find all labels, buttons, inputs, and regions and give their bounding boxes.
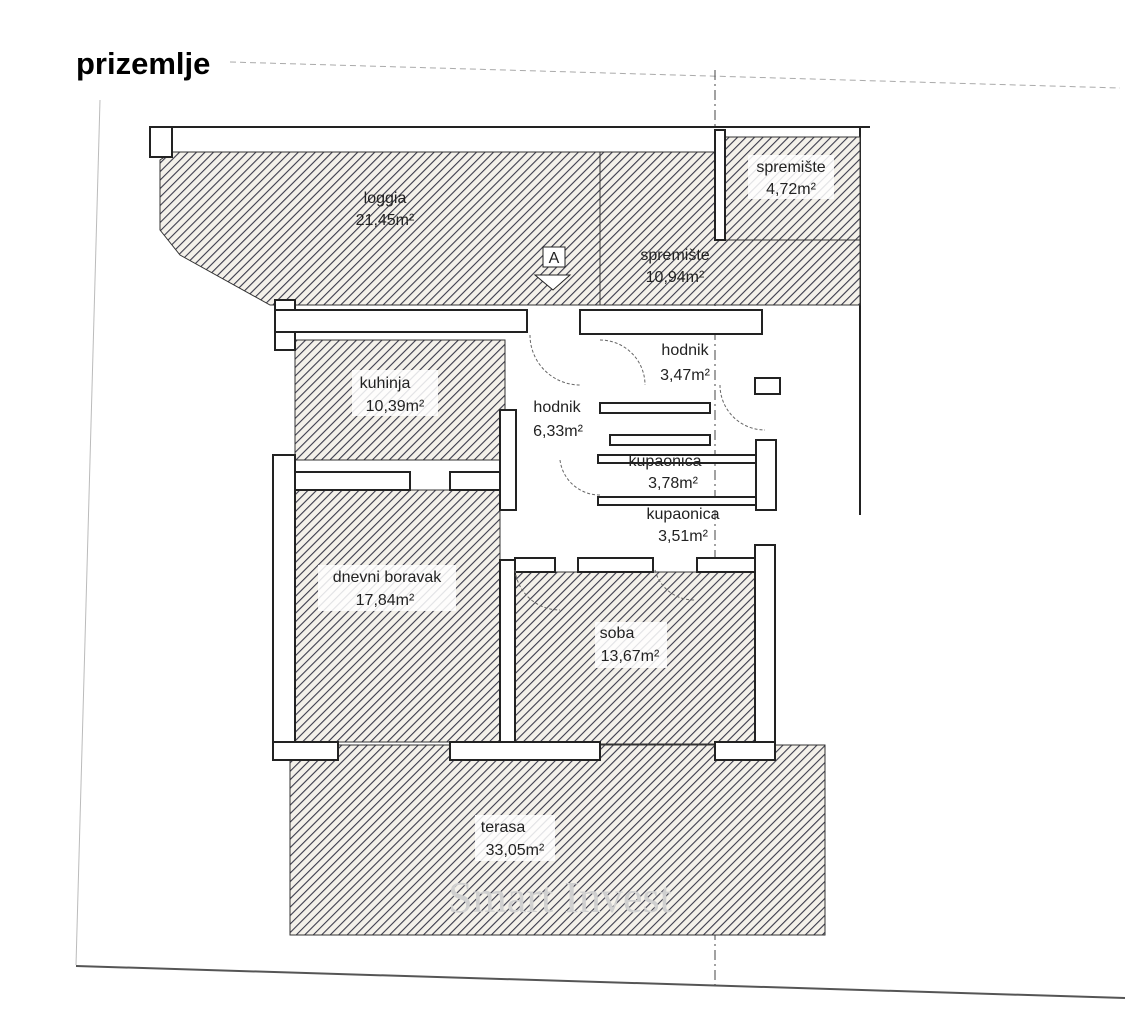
watermark: Smart Invest	[448, 873, 672, 922]
svg-text:10,39m²: 10,39m²	[366, 398, 425, 415]
svg-text:terasa: terasa	[481, 819, 526, 836]
svg-text:spremište: spremište	[756, 159, 825, 176]
label-kupaonica-1: kupaonica 3,78m²	[629, 453, 702, 492]
frame-left-line	[75, 99, 101, 966]
label-spremiste-small: spremište 4,72m²	[748, 155, 834, 199]
svg-text:4,72m²: 4,72m²	[766, 181, 816, 198]
label-terasa: terasa 33,05m²	[475, 815, 555, 861]
svg-text:hodnik: hodnik	[661, 342, 709, 359]
svg-text:hodnik: hodnik	[533, 399, 581, 416]
svg-text:kupaonica: kupaonica	[647, 506, 720, 523]
section-marker: A	[533, 246, 572, 291]
frame-bottom-line	[75, 965, 1126, 999]
svg-text:17,84m²: 17,84m²	[356, 592, 415, 609]
label-soba: soba 13,67m²	[595, 622, 667, 668]
label-dnevni-boravak: dnevni boravak 17,84m²	[318, 565, 456, 611]
label-hodnik-main: hodnik 6,33m²	[533, 399, 583, 440]
svg-text:10,94m²: 10,94m²	[646, 269, 705, 286]
svg-text:kupaonica: kupaonica	[629, 453, 702, 470]
svg-text:kuhinja: kuhinja	[360, 375, 411, 392]
room-terasa	[289, 744, 826, 936]
label-loggia: loggia 21,45m²	[356, 190, 415, 229]
svg-text:3,47m²: 3,47m²	[660, 367, 710, 384]
label-hodnik-upper: hodnik 3,47m²	[660, 342, 710, 384]
label-spremiste-large: spremište 10,94m²	[640, 247, 709, 286]
section-marker-label: A	[549, 250, 560, 267]
frame-top-line	[229, 61, 1121, 89]
label-kuhinja: kuhinja 10,39m²	[352, 370, 438, 416]
svg-text:33,05m²: 33,05m²	[486, 842, 545, 859]
svg-text:loggia: loggia	[364, 190, 407, 207]
svg-text:3,51m²: 3,51m²	[658, 528, 708, 545]
svg-text:soba: soba	[600, 625, 635, 642]
svg-text:spremište: spremište	[640, 247, 709, 264]
floor-title: prizemlje	[76, 46, 211, 81]
walls	[149, 126, 781, 761]
svg-text:21,45m²: 21,45m²	[356, 212, 415, 229]
svg-text:3,78m²: 3,78m²	[648, 475, 698, 492]
room-dnevni-boravak	[294, 489, 501, 743]
svg-text:13,67m²: 13,67m²	[601, 648, 660, 665]
door-swings	[514, 334, 766, 611]
svg-text:dnevni boravak: dnevni boravak	[333, 569, 443, 586]
svg-text:6,33m²: 6,33m²	[533, 423, 583, 440]
label-kupaonica-2: kupaonica 3,51m²	[647, 506, 720, 545]
